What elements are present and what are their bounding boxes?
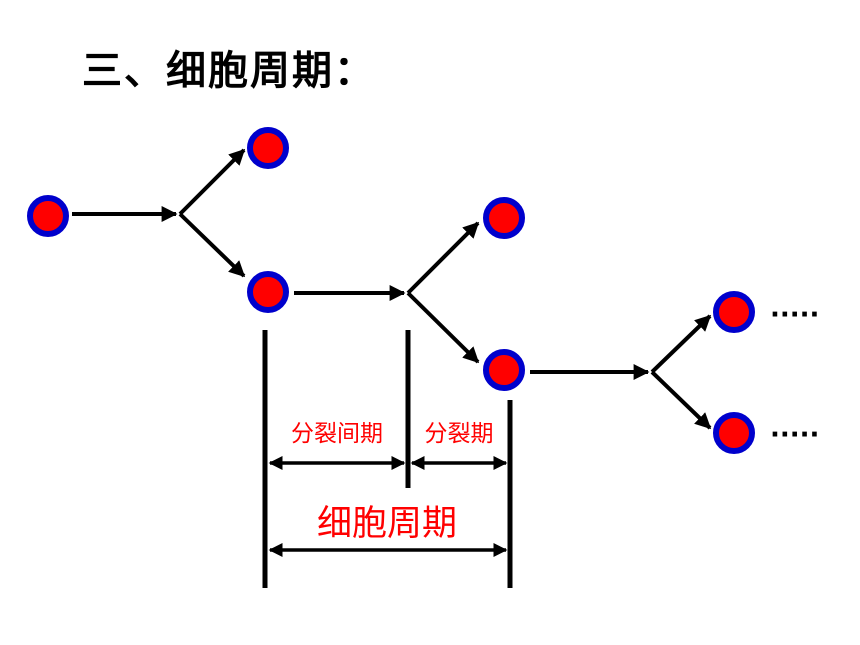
cell-4 (483, 197, 525, 239)
cells (27, 127, 755, 454)
cell-6 (713, 291, 755, 333)
cell-3 (247, 271, 289, 313)
split-arrow-3b (650, 370, 712, 430)
cell-5 (483, 349, 525, 391)
split-arrow-3a (650, 314, 712, 374)
continuation-dots-bottom: ····· (770, 420, 819, 450)
period-markers (262, 330, 513, 588)
split-arrow-1a (178, 148, 246, 216)
lineage-arrows (72, 148, 712, 430)
interphase-label: 分裂间期 (291, 421, 383, 447)
continuation-dots-top: ····· (770, 300, 819, 330)
split-arrow-2b (406, 291, 480, 364)
cell-cycle-label: 细胞周期 (317, 504, 457, 544)
cell-1 (27, 195, 69, 237)
split-arrow-2a (406, 221, 480, 295)
mitosis-label: 分裂期 (425, 421, 494, 447)
page-title: 三、细胞周期： (82, 48, 376, 94)
cell-7 (713, 412, 755, 454)
span-arrows (268, 456, 508, 557)
cell-2 (247, 127, 289, 169)
split-arrow-1b (178, 212, 246, 278)
